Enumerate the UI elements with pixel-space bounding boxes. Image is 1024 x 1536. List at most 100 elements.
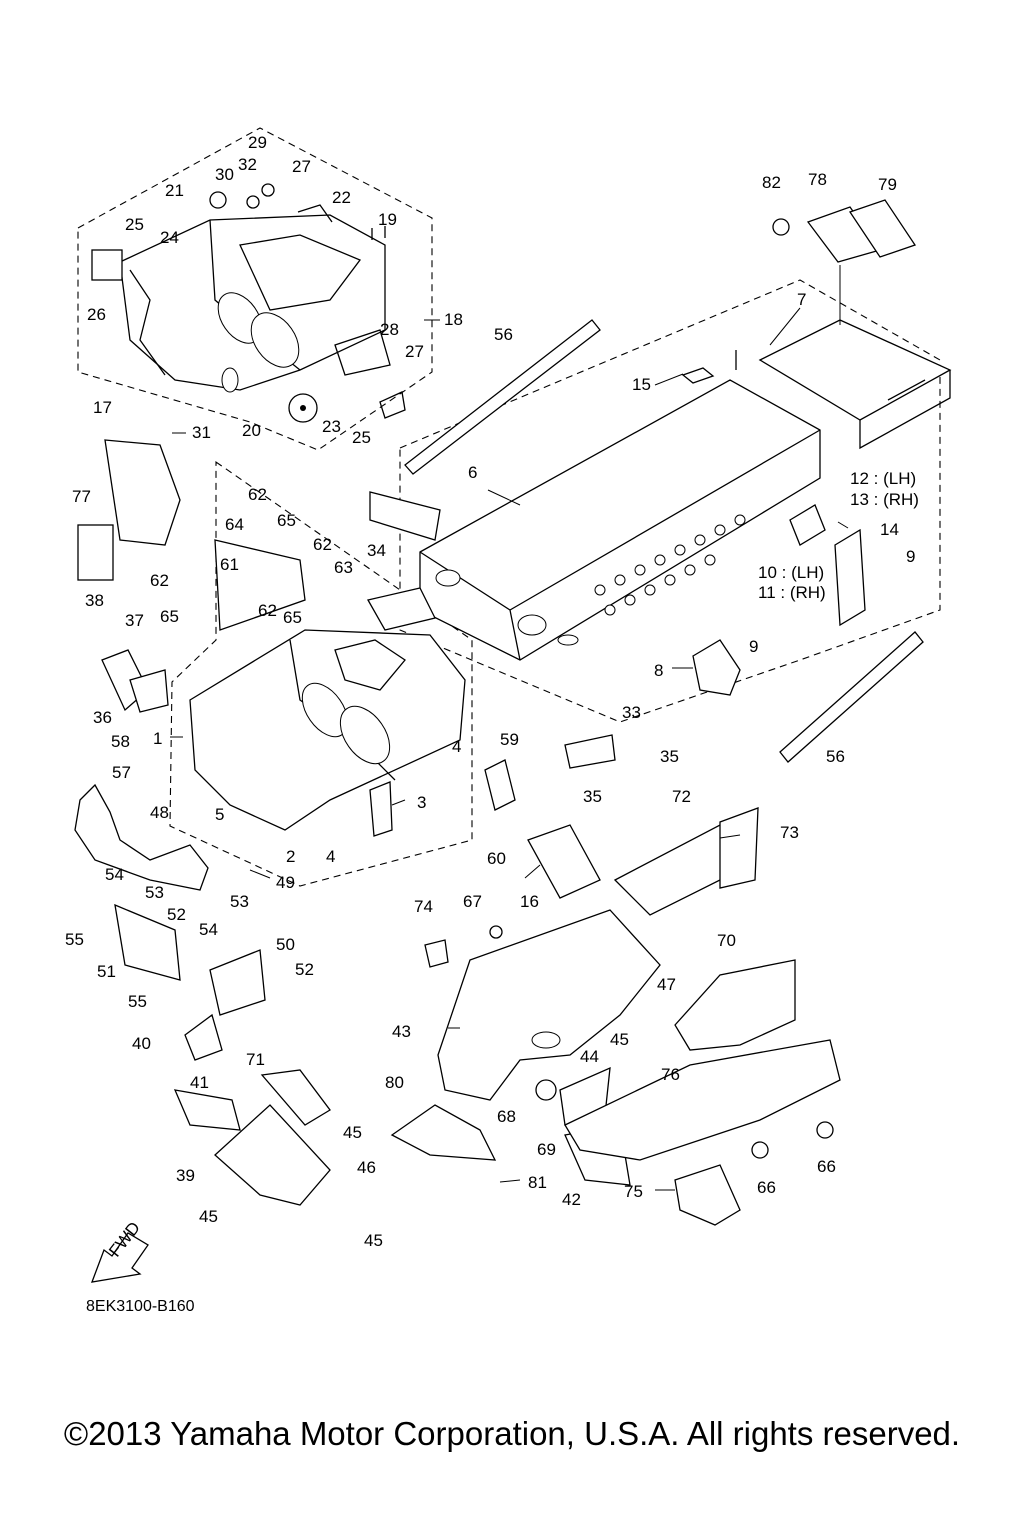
callout-65b: 65 bbox=[160, 607, 179, 626]
cover-36-shape bbox=[129, 669, 169, 713]
callout-55a: 55 bbox=[65, 930, 84, 949]
callout-56b: 56 bbox=[826, 747, 845, 766]
bracket-50 bbox=[209, 949, 266, 1016]
cap-82 bbox=[772, 218, 790, 236]
callout-22: 22 bbox=[332, 188, 351, 207]
callout-1: 1 bbox=[153, 729, 162, 748]
callout-62b: 62 bbox=[313, 535, 332, 554]
callout-19: 19 bbox=[378, 210, 397, 229]
tunnel-assembly bbox=[419, 319, 952, 661]
cap-66a bbox=[751, 1141, 769, 1159]
panel-73 bbox=[719, 807, 759, 889]
callout-27b: 27 bbox=[405, 342, 424, 361]
callout-70: 70 bbox=[717, 931, 736, 950]
drawing-code: 8EK3100-B160 bbox=[86, 1298, 195, 1315]
callout-62d: 62 bbox=[258, 601, 277, 620]
cap-66b bbox=[816, 1121, 834, 1139]
callout-50: 50 bbox=[276, 935, 295, 954]
callout-81: 81 bbox=[528, 1173, 547, 1192]
bracket-33 bbox=[564, 734, 616, 769]
bracket-40 bbox=[184, 1013, 223, 1061]
callout-71: 71 bbox=[246, 1050, 265, 1069]
pad-15-shape bbox=[681, 367, 715, 384]
skid-41 bbox=[173, 1089, 241, 1131]
reinforcement-10-11 bbox=[834, 528, 866, 627]
callout-40: 40 bbox=[132, 1034, 151, 1053]
callout-51: 51 bbox=[97, 962, 116, 981]
callout-80: 80 bbox=[385, 1073, 404, 1092]
panel-75 bbox=[674, 1164, 741, 1226]
support-71 bbox=[260, 1069, 331, 1126]
callout-44: 44 bbox=[580, 1047, 599, 1066]
slide-rail-56-lower bbox=[779, 631, 924, 763]
callout-53a: 53 bbox=[145, 883, 164, 902]
callout-4a: 4 bbox=[452, 737, 461, 756]
callout-5: 5 bbox=[215, 805, 224, 824]
bracket-12-13 bbox=[789, 504, 826, 546]
callout-4b: 4 bbox=[326, 847, 335, 866]
callout-41: 41 bbox=[190, 1073, 209, 1092]
callout-53b: 53 bbox=[230, 892, 249, 911]
callout-73: 73 bbox=[780, 823, 799, 842]
callout-69: 69 bbox=[537, 1140, 556, 1159]
callout-3: 3 bbox=[417, 793, 426, 812]
callout-58: 58 bbox=[111, 732, 130, 751]
callout-42: 42 bbox=[562, 1190, 581, 1209]
rear-deck-7-shape bbox=[758, 319, 952, 421]
bracket-61-shape bbox=[214, 539, 306, 631]
callout-55b: 55 bbox=[128, 992, 147, 1011]
bracket-34-shape bbox=[369, 491, 441, 541]
callout-45c: 45 bbox=[199, 1207, 218, 1226]
callout-65c: 65 bbox=[283, 608, 302, 627]
belly-rear-76 bbox=[564, 1039, 841, 1161]
callout-24: 24 bbox=[160, 228, 179, 247]
callout-20: 20 bbox=[242, 421, 261, 440]
callout-62c: 62 bbox=[150, 571, 169, 590]
callout-7: 7 bbox=[797, 290, 806, 309]
callout-9a: 9 bbox=[906, 547, 915, 566]
callout-25b: 25 bbox=[352, 428, 371, 447]
callout-66b: 66 bbox=[757, 1178, 776, 1197]
callout-59: 59 bbox=[500, 730, 519, 749]
callout-61: 61 bbox=[220, 555, 239, 574]
callout-74: 74 bbox=[414, 897, 433, 916]
callout-33: 33 bbox=[622, 703, 641, 722]
clip-74 bbox=[424, 939, 449, 968]
callout-2: 2 bbox=[286, 847, 295, 866]
part-callouts: 29 30 32 27 21 22 19 25 24 26 18 28 27 5… bbox=[65, 133, 919, 1250]
front-frame-subassembly-boundary bbox=[77, 127, 433, 451]
callout-32: 32 bbox=[238, 155, 257, 174]
callout-36: 36 bbox=[93, 708, 112, 727]
cap-67 bbox=[489, 925, 503, 939]
callout-79: 79 bbox=[878, 175, 897, 194]
callout-29: 29 bbox=[248, 133, 267, 152]
callout-10: 10 : (LH) bbox=[758, 563, 824, 582]
bracket-8 bbox=[692, 639, 741, 696]
callout-31: 31 bbox=[192, 423, 211, 442]
callout-8: 8 bbox=[654, 661, 663, 680]
callout-16: 16 bbox=[520, 892, 539, 911]
bracket-3-shape bbox=[369, 781, 393, 837]
callout-48: 48 bbox=[150, 803, 169, 822]
callout-56: 56 bbox=[494, 325, 513, 344]
callout-18: 18 bbox=[444, 310, 463, 329]
callout-34: 34 bbox=[367, 541, 386, 560]
grommet-68 bbox=[535, 1079, 557, 1101]
copyright-notice: ©2013 Yamaha Motor Corporation, U.S.A. A… bbox=[63, 1415, 961, 1452]
callout-25: 25 bbox=[125, 215, 144, 234]
bracket-59 bbox=[484, 759, 516, 811]
callout-30: 30 bbox=[215, 165, 234, 184]
callout-46: 46 bbox=[357, 1158, 376, 1177]
callout-64: 64 bbox=[225, 515, 244, 534]
callout-35b: 35 bbox=[583, 787, 602, 806]
cover-80 bbox=[390, 1104, 497, 1161]
callout-66a: 66 bbox=[817, 1157, 836, 1176]
callout-47: 47 bbox=[657, 975, 676, 994]
callout-52b: 52 bbox=[295, 960, 314, 979]
callout-49: 49 bbox=[276, 873, 295, 892]
callout-6: 6 bbox=[468, 463, 477, 482]
callout-54a: 54 bbox=[105, 865, 124, 884]
callout-39: 39 bbox=[176, 1166, 195, 1185]
decal-79 bbox=[848, 199, 917, 258]
